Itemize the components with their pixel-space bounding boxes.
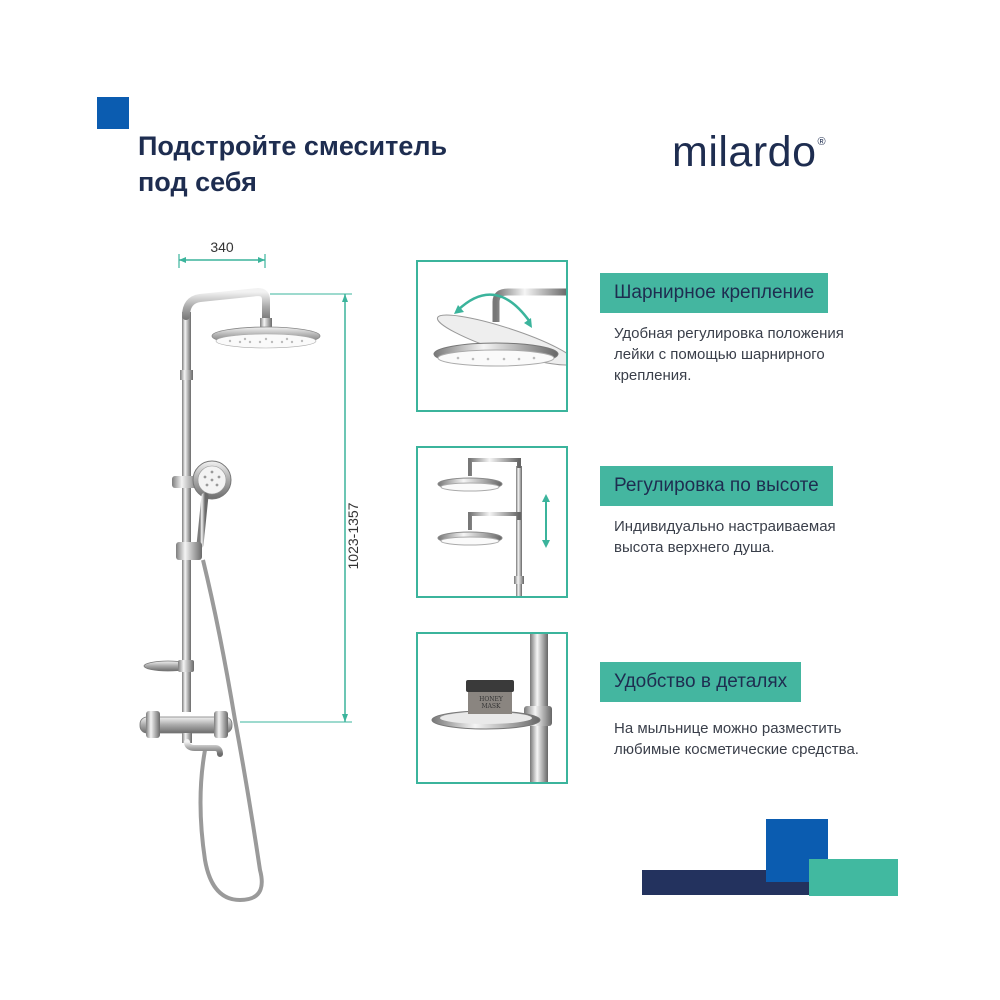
width-dimension-label: 340	[210, 239, 234, 255]
feature-image-soap-dish: HONEY MASK	[416, 632, 568, 784]
jar-label: HONEY MASK	[479, 696, 503, 710]
corner-square-decoration	[97, 97, 129, 129]
page-title-line-1: Подстройте смеситель	[138, 131, 448, 161]
decor-teal-bar	[809, 859, 898, 896]
bath-spout	[184, 739, 223, 757]
registered-mark: ®	[817, 136, 827, 148]
height-slider	[176, 542, 202, 560]
brand-logo: milardo®	[672, 128, 826, 177]
page-title: Подстройте смеситель под себя	[138, 128, 558, 200]
hand-shower	[192, 460, 232, 549]
brand-name: milardo	[672, 128, 817, 176]
feature-image-swivel	[416, 260, 568, 412]
shower-arm	[182, 287, 270, 326]
feature-desc-height: Индивидуально настраиваемая высота верхн…	[614, 518, 836, 556]
height-dimension-line	[240, 293, 352, 723]
riser-pipe	[182, 312, 191, 712]
feature-heading-swivel-text: Шарнирное крепление	[614, 282, 815, 303]
feature-heading-details: Удобство в деталях	[600, 662, 802, 702]
feature-desc-swivel: Удобная регулировка положения лейки с по…	[614, 325, 844, 384]
thermostatic-mixer	[139, 711, 233, 757]
feature-heading-height-text: Регулировка по высоте	[614, 475, 819, 496]
width-dimension-line	[178, 254, 266, 268]
soap-dish-icon	[431, 634, 552, 782]
shower-hose	[198, 559, 264, 903]
feature-heading-details-text: Удобство в деталях	[614, 671, 788, 692]
overhead-shower-head	[211, 326, 321, 349]
feature-image-height	[416, 446, 568, 598]
swivel-joint-icon	[433, 288, 566, 367]
height-dimension-label: 1023-1357	[345, 502, 361, 570]
page-title-line-2: под себя	[138, 167, 257, 197]
feature-heading-height: Регулировка по высоте	[600, 466, 833, 506]
height-adjust-icon	[437, 458, 550, 596]
feature-heading-swivel: Шарнирное крепление	[600, 273, 829, 313]
feature-desc-details: На мыльнице можно разместить любимые кос…	[614, 720, 859, 758]
soap-dish	[143, 660, 194, 672]
